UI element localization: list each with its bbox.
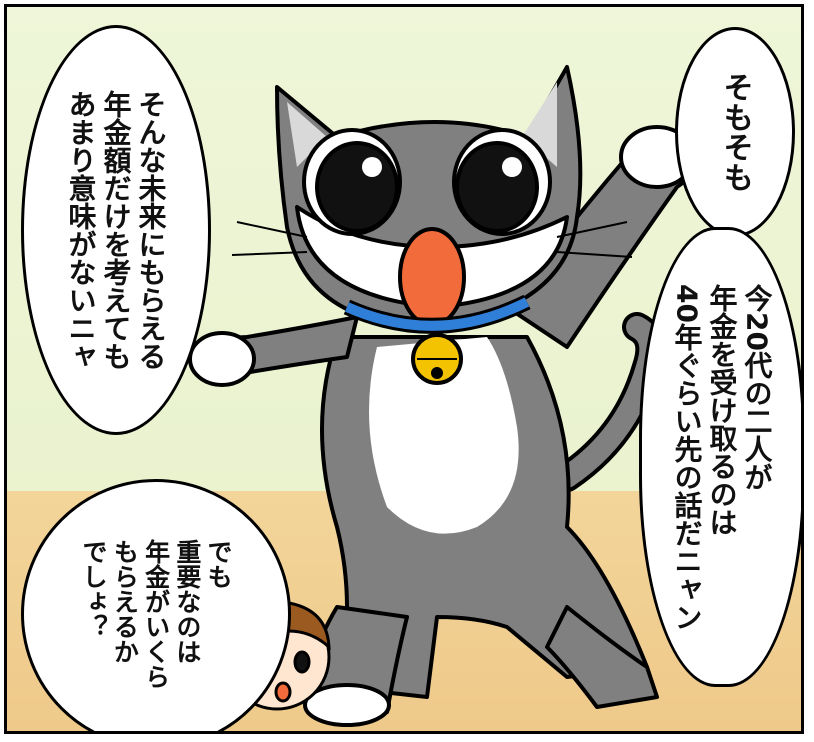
cat-character <box>188 65 697 727</box>
speech-bubble-right-top: そもそも <box>675 27 795 237</box>
speech-text-right-top: そもそも <box>717 72 753 192</box>
speech-text-bottom: でも 重要なのは 年金がいくら もらえるか でしょ？ <box>79 539 234 689</box>
speech-text-right: 今20代の二人が 年金を受け取るのは 40年ぐらい先の話だニャン <box>670 283 774 631</box>
speech-text-left: そんな未来にもらえる 年金額だけを考えても あまり意味がないニャ <box>64 90 168 370</box>
speech-bubble-right: 今20代の二人が 年金を受け取るのは 40年ぐらい先の話だニャン <box>639 227 801 687</box>
speech-bubble-left: そんな未来にもらえる 年金額だけを考えても あまり意味がないニャ <box>21 25 211 435</box>
speech-bubble-bottom: でも 重要なのは 年金がいくら もらえるか でしょ？ <box>21 479 291 731</box>
comic-panel: そんな未来にもらえる 年金額だけを考えても あまり意味がないニャ そもそも 今2… <box>4 4 804 734</box>
illustration <box>188 65 697 727</box>
